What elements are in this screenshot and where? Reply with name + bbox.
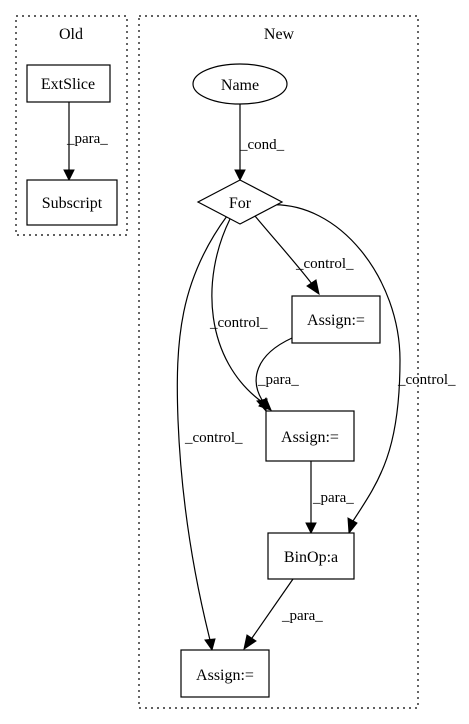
- edge-for-binop: _control_: [267, 204, 456, 535]
- arrowhead: [256, 398, 268, 413]
- node-binop-label: BinOp:a: [284, 549, 338, 566]
- edge-line: [254, 215, 313, 285]
- node-assign3-box: [180, 649, 270, 698]
- edge-label-control: _control_: [184, 430, 243, 446]
- cluster-old-label: Old: [59, 26, 83, 43]
- edge-label-para: _para_: [312, 490, 354, 506]
- node-assign1[interactable]: Assign:=: [291, 295, 381, 344]
- cluster-new-border: [138, 15, 419, 709]
- edge-name-for: _cond_: [234, 104, 285, 182]
- node-name[interactable]: Name: [192, 63, 288, 105]
- node-assign1-box: [291, 295, 381, 344]
- node-subscript[interactable]: Subscript: [26, 179, 118, 226]
- edge-for-assign3: _control_: [176, 215, 243, 652]
- node-for-diamond: [196, 179, 284, 225]
- edge-assign1-assign2: _para_: [255, 337, 299, 413]
- node-subscript-label: Subscript: [42, 195, 103, 212]
- arrowhead: [347, 517, 358, 535]
- edge-label-para: _para_: [281, 608, 323, 624]
- edge-label-control: _control_: [295, 256, 354, 272]
- node-assign3[interactable]: Assign:=: [180, 649, 270, 698]
- edge-line: [251, 578, 294, 639]
- node-binop-box: [267, 532, 355, 580]
- node-binop[interactable]: BinOp:a: [267, 532, 355, 580]
- edge-label-control: _control_: [209, 315, 268, 331]
- node-assign1-label: Assign:=: [307, 312, 365, 329]
- node-name-label: Name: [221, 77, 259, 94]
- node-assign2[interactable]: Assign:=: [265, 410, 355, 462]
- edge-line: [255, 337, 293, 401]
- edge-line: [211, 218, 263, 403]
- node-subscript-box: [26, 179, 118, 226]
- edge-for-assign1: _control_: [254, 215, 354, 296]
- arrowhead: [243, 634, 257, 651]
- edge-line: [267, 204, 401, 522]
- node-for[interactable]: For: [196, 179, 284, 225]
- arrowhead: [234, 169, 246, 182]
- cluster-old-border: [15, 15, 128, 236]
- edge-label-para: _para_: [66, 131, 108, 147]
- node-extslice-label: ExtSlice: [41, 76, 95, 93]
- node-assign2-label: Assign:=: [281, 429, 339, 446]
- edge-label-control: _control_: [397, 372, 456, 388]
- edge-line: [176, 215, 228, 641]
- edge-binop-assign3: _para_: [243, 578, 323, 651]
- cluster-new-label: New: [264, 26, 295, 43]
- node-for-label: For: [229, 195, 252, 212]
- arrowhead: [305, 522, 317, 535]
- edge-assign2-binop: _para_: [305, 461, 354, 535]
- node-extslice-box: [26, 64, 111, 103]
- node-assign2-box: [265, 410, 355, 462]
- edge-label-cond: _cond_: [239, 137, 285, 153]
- edge-extslice-subscript: _para_: [63, 102, 108, 182]
- arrowhead: [306, 279, 320, 296]
- arrowhead: [63, 169, 75, 182]
- node-name-ellipse: [192, 63, 288, 105]
- cluster-old: Old: [15, 15, 128, 236]
- edge-label-para: _para_: [257, 372, 299, 388]
- node-extslice[interactable]: ExtSlice: [26, 64, 111, 103]
- cluster-new: New: [138, 15, 419, 709]
- arrowhead: [204, 638, 216, 652]
- node-assign3-label: Assign:=: [196, 667, 254, 684]
